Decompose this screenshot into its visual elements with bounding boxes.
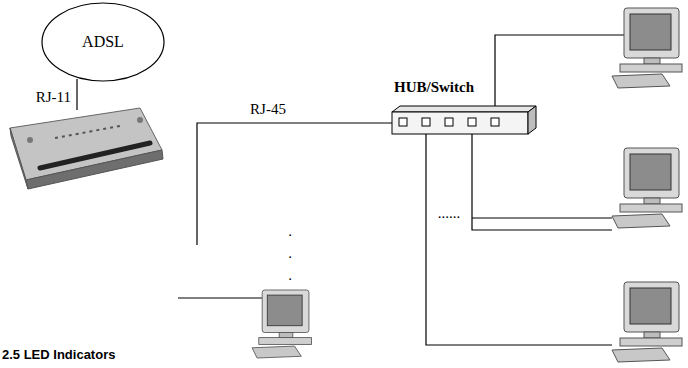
rj11-wire — [76, 79, 77, 110]
hub-switch: HUB/Switch — [388, 78, 538, 134]
hub-port — [491, 118, 499, 126]
lan-wire — [472, 217, 612, 218]
modem-foot — [27, 137, 33, 143]
connector-label: RJ-11 — [36, 88, 71, 106]
ellipsis-dots: ...... — [438, 204, 461, 222]
ellipse-outline — [42, 3, 164, 81]
rj45-wire — [197, 123, 392, 245]
hub-port — [445, 118, 453, 126]
hub-front-face — [392, 112, 528, 134]
ellipsis-dot: . — [288, 222, 292, 240]
hub-top-face — [392, 106, 536, 112]
connector-label: RJ-45 — [250, 100, 286, 118]
wires — [77, 35, 624, 345]
adsl-modem — [10, 108, 163, 189]
computer-icon — [252, 290, 312, 358]
node-label: ADSL — [82, 33, 124, 51]
computer-icon — [612, 148, 682, 228]
lan-wire — [472, 134, 612, 230]
ellipsis-dot: . — [288, 244, 292, 262]
hub-port — [422, 118, 430, 126]
hub-port — [468, 118, 476, 126]
modem-vent — [40, 143, 150, 168]
lan-wire — [495, 35, 624, 106]
computer-icon — [612, 8, 682, 88]
network-ellipse: ADSL — [41, 2, 165, 82]
modem-foot — [137, 117, 143, 123]
modem-side — [10, 128, 28, 189]
modem-leds — [55, 126, 120, 138]
node-heading: HUB/Switch — [388, 78, 538, 96]
lan-wire — [178, 297, 262, 298]
computer-icon — [612, 282, 682, 362]
section-heading: 2.5 LED Indicators — [2, 346, 115, 364]
ellipsis-dot: . — [288, 266, 292, 284]
lan-wire — [426, 134, 612, 345]
hub-side-face — [528, 106, 536, 134]
hub-port — [399, 118, 407, 126]
